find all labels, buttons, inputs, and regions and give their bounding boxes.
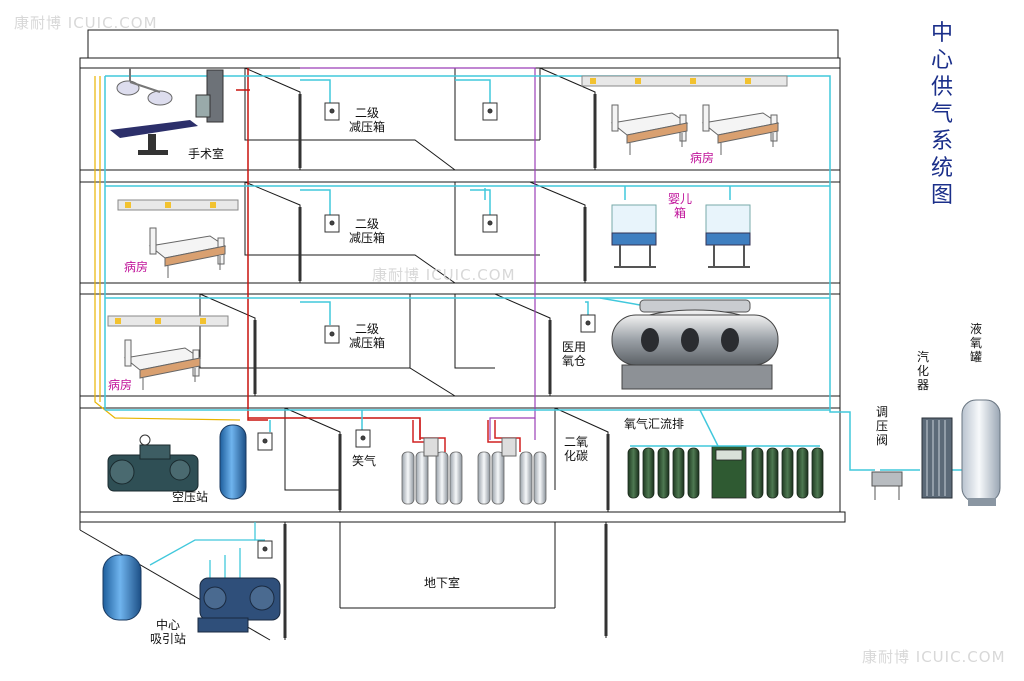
infant-incubators bbox=[611, 204, 751, 268]
vacuum-station-label: 中心 吸引站 bbox=[150, 618, 187, 646]
co2-label: 二氧 化碳 bbox=[564, 435, 589, 463]
diagram-title: 中心供气系统图 bbox=[930, 21, 953, 208]
hyperbaric-chamber bbox=[611, 299, 779, 390]
ward-label-1f: 病房 bbox=[108, 378, 133, 392]
liquid-oxygen-label: 液 氧 罐 bbox=[970, 322, 983, 364]
bed bbox=[610, 104, 689, 155]
bed bbox=[123, 339, 202, 390]
bed bbox=[701, 104, 780, 155]
pressure-valve-label: 调 压 阀 bbox=[876, 405, 889, 447]
wall-outlets bbox=[257, 102, 596, 559]
building-structure bbox=[79, 29, 846, 641]
watermark-top: 康耐博 ICUIC.COM bbox=[14, 14, 158, 32]
oxygen-manifold-label: 氧气汇流排 bbox=[624, 417, 685, 431]
air-compressor-station bbox=[107, 424, 247, 500]
operating-room-label: 手术室 bbox=[188, 147, 225, 161]
wall-hatching bbox=[253, 94, 610, 638]
gas-rails bbox=[107, 75, 788, 327]
outdoor-equipment bbox=[871, 399, 1001, 506]
basement-label: 地下室 bbox=[424, 576, 461, 590]
ward-label-2f: 病房 bbox=[124, 260, 149, 274]
operating-room-equipment bbox=[110, 68, 224, 155]
pressure-box-label-2f: 二级 减压箱 bbox=[349, 217, 386, 245]
vaporizer bbox=[921, 417, 953, 499]
ward-label-3f: 病房 bbox=[690, 151, 715, 165]
vacuum-pipe bbox=[300, 67, 536, 440]
watermark-bottom: 康耐博 ICUIC.COM bbox=[862, 648, 1006, 666]
air-pipe bbox=[236, 68, 421, 440]
vacuum-station bbox=[102, 554, 281, 633]
nitrous-oxide-label: 笑气 bbox=[352, 454, 377, 468]
air-compressor-label: 空压站 bbox=[172, 490, 209, 504]
oxygen-cylinders bbox=[627, 445, 824, 499]
pressure-regulator bbox=[871, 471, 903, 500]
liquid-oxygen-tank bbox=[961, 399, 1001, 506]
watermark-middle: 康耐博 ICUIC.COM bbox=[372, 266, 516, 284]
bed bbox=[148, 227, 227, 278]
vaporizer-label: 汽 化 器 bbox=[917, 350, 930, 392]
hospital-beds bbox=[123, 104, 780, 390]
infant-box-label: 婴儿 箱 bbox=[668, 192, 693, 220]
white-cylinders bbox=[401, 420, 547, 505]
pressure-box-label-3f: 二级 减压箱 bbox=[349, 106, 386, 134]
hyperbaric-label: 医用 氧仓 bbox=[562, 340, 587, 368]
pressure-box-label-1f: 二级 减压箱 bbox=[349, 322, 386, 350]
